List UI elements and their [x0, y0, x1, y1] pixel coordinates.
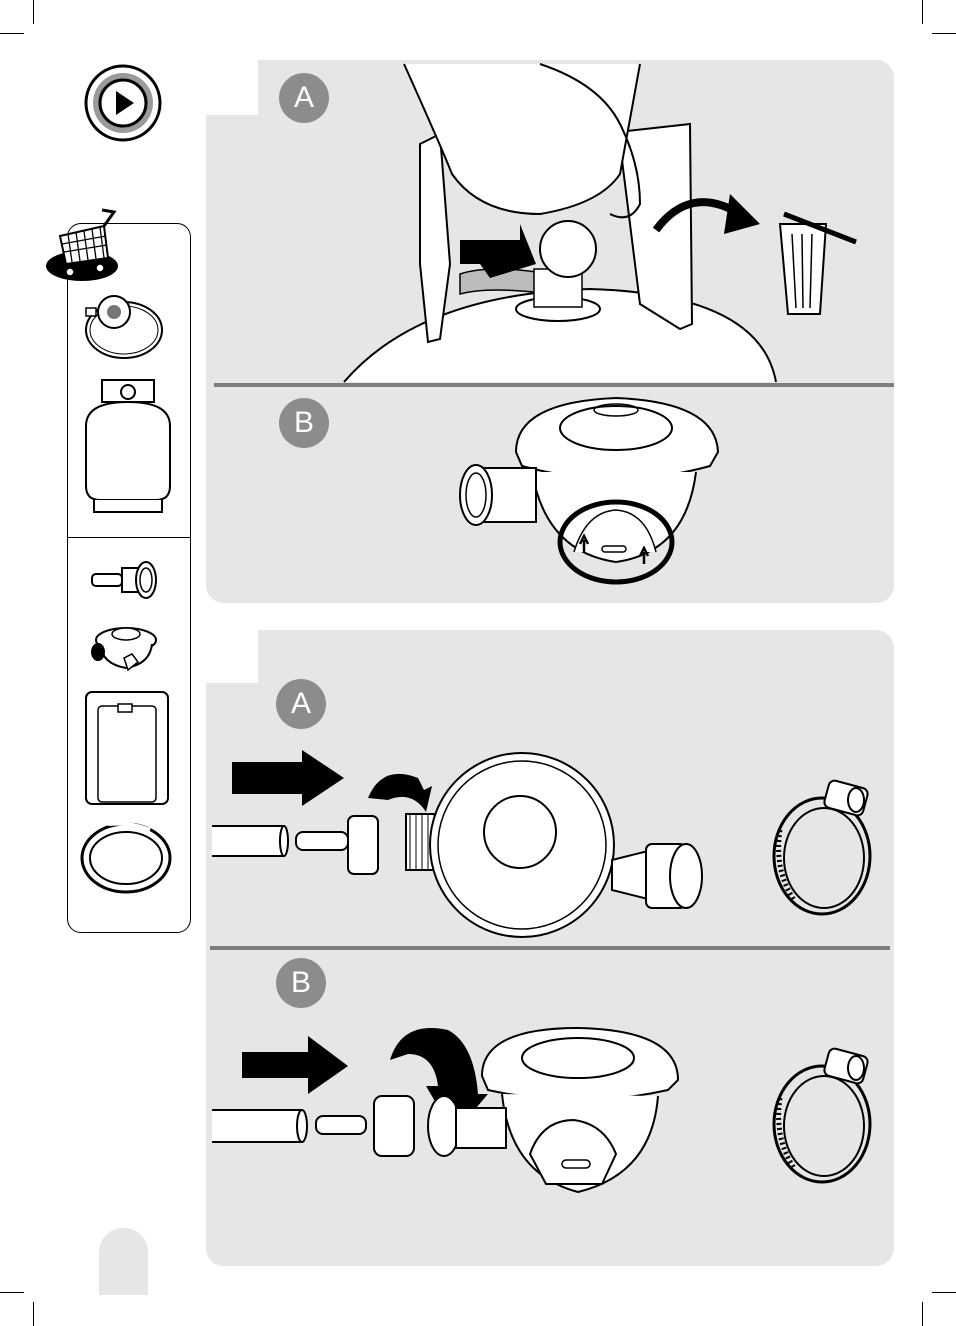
crop-mark [0, 33, 24, 34]
small-regulator-icon [88, 620, 164, 676]
crop-mark [932, 1292, 956, 1293]
crop-mark [33, 0, 34, 24]
crop-mark [33, 1302, 34, 1326]
step1-b-illustration [456, 392, 726, 592]
gas-bottle-icon [82, 376, 174, 518]
step2-a-illustration [212, 750, 712, 946]
regulator-with-hose-icon [80, 290, 166, 362]
hose-nozzle-icon [88, 558, 160, 602]
step1-divider [214, 383, 894, 387]
shopping-cart-icon [46, 206, 126, 286]
step2-b-illustration [212, 1024, 682, 1204]
wall-bracket-icon [84, 690, 170, 808]
crop-mark [922, 0, 923, 24]
crop-mark [932, 33, 956, 34]
hose-clamp-b-illustration [770, 1038, 886, 1188]
step1-a-illustration [340, 64, 860, 384]
crop-mark [0, 1292, 24, 1293]
hose-clamp-icon [80, 820, 174, 898]
step1-panel-tab [206, 115, 266, 603]
step1-a-badge: A [279, 73, 329, 123]
step2-b-badge: B [276, 958, 326, 1008]
play-circle-icon[interactable] [84, 64, 162, 142]
step2-a-badge: A [276, 679, 326, 729]
step1-b-badge: B [279, 398, 329, 448]
step2-divider [210, 946, 890, 950]
crop-mark [922, 1302, 923, 1326]
page-number-tab [99, 1228, 148, 1295]
sidebar-divider [67, 537, 191, 538]
hose-clamp-a-illustration [770, 770, 886, 920]
